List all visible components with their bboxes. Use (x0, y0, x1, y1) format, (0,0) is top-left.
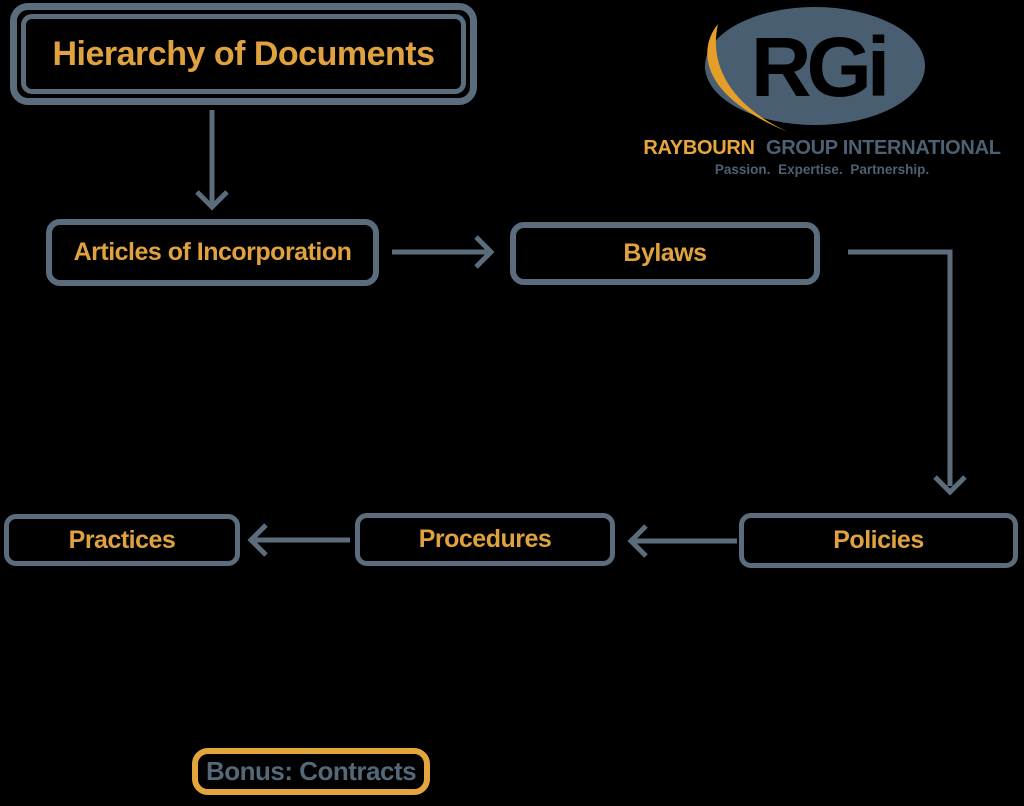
rgi-logo-mark: RGi (705, 7, 925, 132)
arrow-title-to-articles (195, 110, 229, 211)
node-procedures: Procedures (355, 513, 615, 566)
logo-monogram: RGi (751, 20, 885, 114)
practices-label: Practices (68, 525, 176, 554)
procedures-label: Procedures (418, 525, 552, 553)
node-practices: Practices (4, 514, 240, 566)
node-bylaws: Bylaws (510, 222, 820, 285)
wordmark-raybourn: RAYBOURN (643, 137, 755, 159)
arrow-procedures-to-practices (247, 523, 350, 557)
arrow-bylaws-to-policies (848, 249, 967, 496)
articles-label: Articles of Incorporation (73, 238, 352, 266)
rgi-logo: RGi RAYBOURN GROUP INTERNATIONAL Passion… (620, 0, 1024, 195)
logo-swoosh-icon (707, 24, 788, 132)
logo-ellipse (705, 7, 925, 125)
node-articles-of-incorporation: Articles of Incorporation (46, 219, 379, 286)
policies-label: Policies (833, 526, 924, 554)
node-policies: Policies (739, 513, 1018, 568)
bonus-label: Bonus: Contracts (205, 756, 417, 786)
arrow-policies-to-procedures (627, 524, 737, 558)
arrow-articles-to-bylaws (392, 235, 495, 269)
title-inner-border: Hierarchy of Documents (21, 14, 466, 94)
wordmark-group-international: GROUP INTERNATIONAL (765, 137, 1001, 159)
node-hierarchy-of-documents: Hierarchy of Documents (10, 3, 477, 105)
title-label: Hierarchy of Documents (52, 34, 436, 73)
logo-tagline: Passion. Expertise. Partnership. (714, 162, 930, 177)
node-bonus-contracts: Bonus: Contracts (192, 748, 430, 795)
bylaws-label: Bylaws (623, 239, 707, 267)
logo-wordmark: RAYBOURN GROUP INTERNATIONAL (620, 137, 1024, 160)
